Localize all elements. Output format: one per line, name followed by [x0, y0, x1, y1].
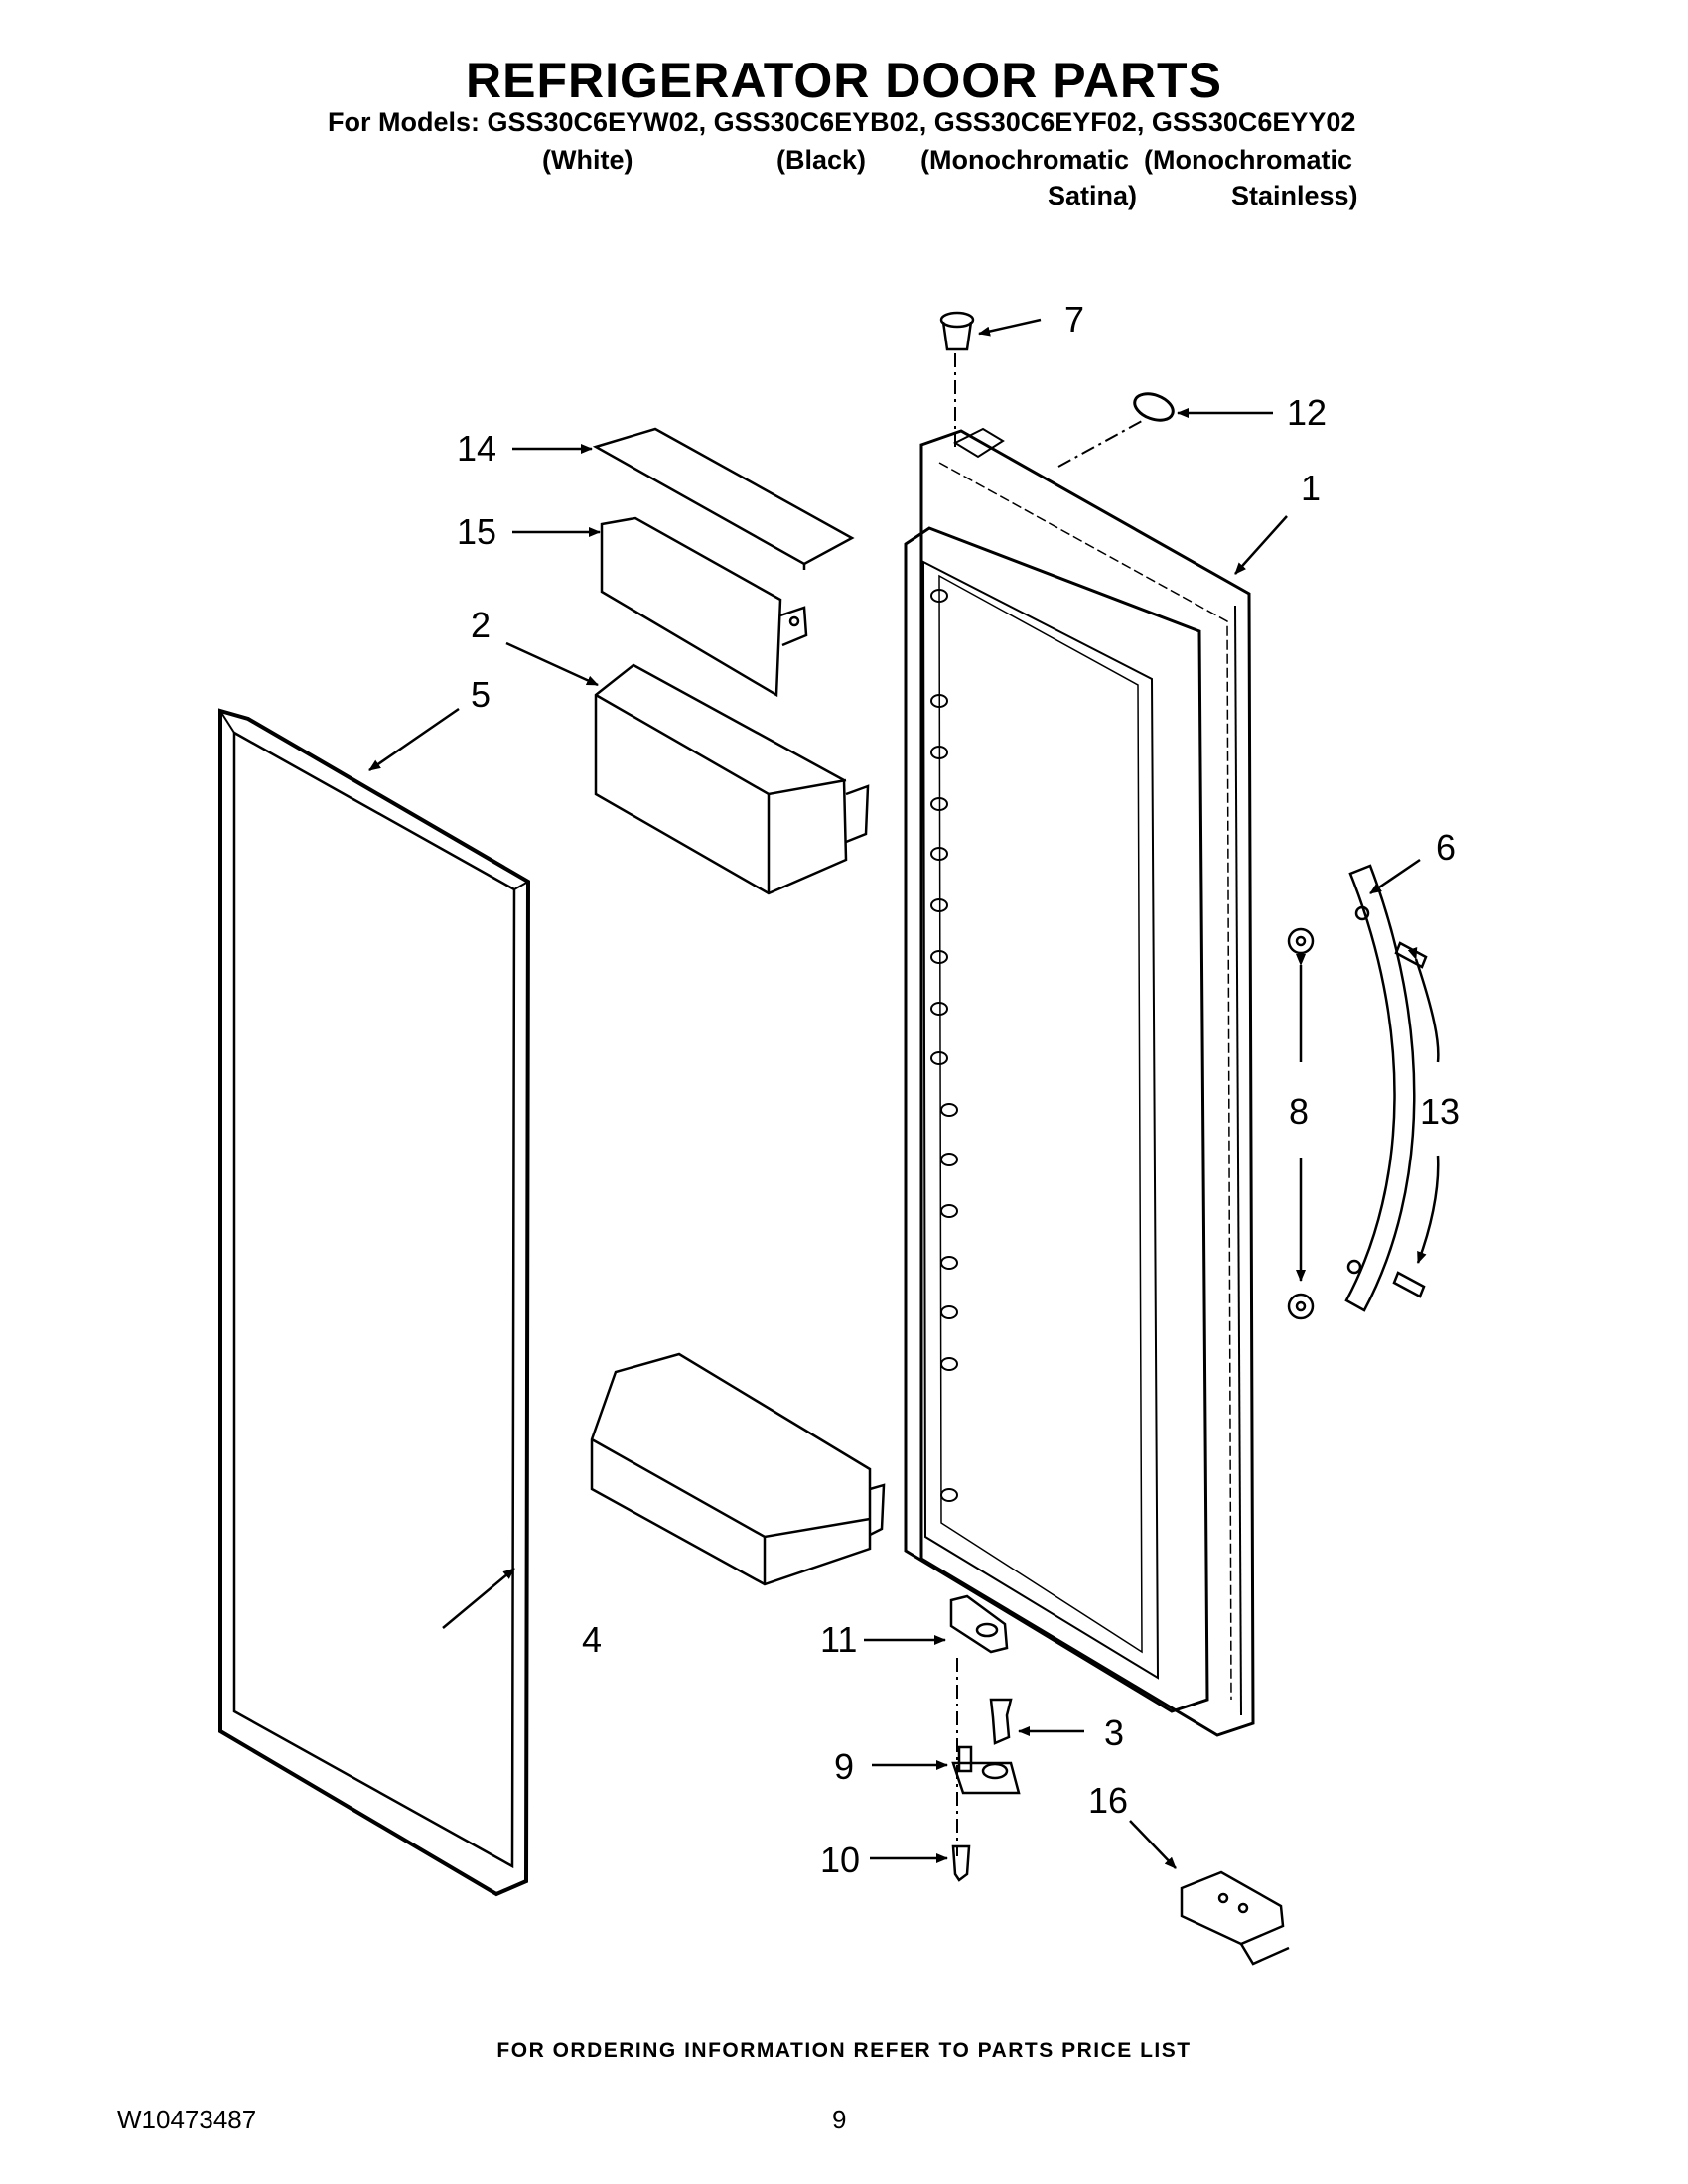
- lower-hinge-part: [951, 1745, 1021, 1795]
- lower-door-bin-part: [590, 1352, 886, 1586]
- callout-1: 1: [1301, 468, 1321, 508]
- assembly-guide-lines: [954, 353, 1143, 1856]
- callout-16: 16: [1088, 1780, 1128, 1821]
- variant-monochromatic-satina-line1: (Monochromatic: [920, 145, 1130, 175]
- hinge-screw-part: [989, 1698, 1013, 1745]
- callout-8: 8: [1289, 1091, 1309, 1132]
- ordering-note: FOR ORDERING INFORMATION REFER TO PARTS …: [496, 2039, 1192, 2062]
- callout-2: 2: [471, 605, 491, 645]
- callout-13: 13: [1420, 1091, 1460, 1132]
- page-title: REFRIGERATOR DOOR PARTS: [466, 53, 1222, 108]
- variant-monochromatic-stainless-line1: (Monochromatic: [1144, 145, 1353, 175]
- variant-white: (White): [542, 145, 633, 175]
- callout-7: 7: [1064, 299, 1084, 340]
- door-gasket-part: [218, 708, 531, 1897]
- door-handle-part: [1344, 864, 1416, 1312]
- hinge-bushing-part: [939, 311, 975, 351]
- callout-15: 15: [457, 511, 496, 552]
- models-line: For Models: GSS30C6EYW02, GSS30C6EYB02, …: [328, 107, 1356, 137]
- shelf-trim-part: [592, 427, 855, 570]
- callout-5: 5: [471, 674, 491, 715]
- variant-black: (Black): [776, 145, 867, 175]
- upper-door-bin-part: [594, 663, 870, 895]
- callout-numbers: 7 12 1 14 15 2 5 6 8 13 4 11 3 9 16 10: [457, 299, 1460, 1880]
- page-number: 9: [832, 2105, 847, 2134]
- document-number: W10473487: [117, 2105, 257, 2134]
- shelf-bracket-part: [600, 516, 808, 698]
- variant-monochromatic-stainless-line2: Stainless): [1231, 181, 1358, 210]
- callout-14: 14: [457, 428, 496, 469]
- hinge-cover-part: [1180, 1870, 1290, 1966]
- hinge-shim-part: [949, 1594, 1009, 1654]
- callout-3: 3: [1104, 1712, 1124, 1753]
- callout-6: 6: [1436, 827, 1456, 868]
- door-assembly-part: [904, 427, 1255, 1737]
- hinge-bolt-part: [951, 1844, 971, 1882]
- variant-monochromatic-satina-line2: Satina): [1048, 181, 1138, 210]
- plug-part: [1133, 392, 1175, 422]
- callout-4: 4: [582, 1619, 602, 1660]
- callout-leaders: [368, 318, 1421, 1869]
- callout-9: 9: [834, 1746, 854, 1787]
- callout-10: 10: [820, 1840, 860, 1880]
- handle-screws: [1392, 941, 1428, 1298]
- handle-spacers: [1287, 927, 1315, 1320]
- handle-dimension-arrows: [1296, 946, 1440, 1282]
- door-shelf-clips: [930, 589, 958, 1502]
- callout-11: 11: [820, 1619, 857, 1660]
- callout-12: 12: [1287, 392, 1327, 433]
